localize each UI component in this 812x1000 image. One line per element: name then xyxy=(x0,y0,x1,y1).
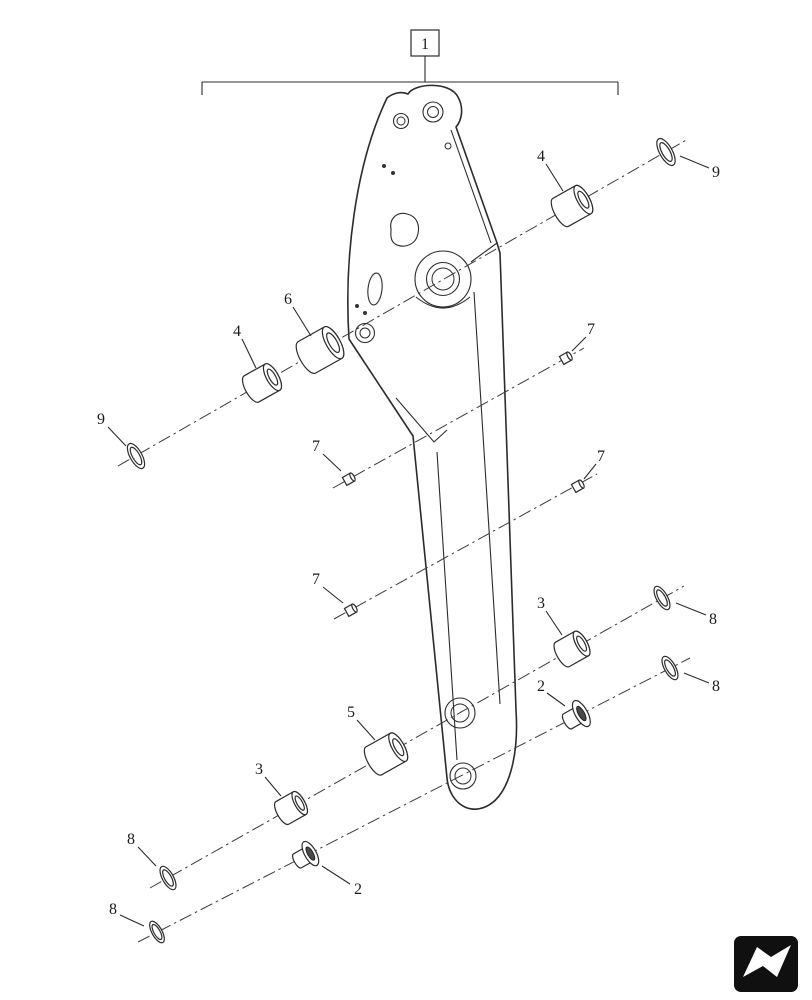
callout-3-left: 3 xyxy=(255,761,263,778)
callout-6: 6 xyxy=(284,291,292,308)
bushing-6 xyxy=(295,325,345,374)
callout-2-right: 2 xyxy=(537,678,545,695)
bushing-4-right xyxy=(550,184,594,228)
bushing-3-left xyxy=(273,790,309,826)
plate-slot xyxy=(367,272,383,306)
link-pivot-hole xyxy=(444,697,476,729)
bracket-line xyxy=(201,56,619,95)
callout-9-left: 9 xyxy=(97,411,105,428)
bushing-4-left xyxy=(241,363,283,403)
plug-7-upper-left xyxy=(341,472,356,487)
bushing-3-right xyxy=(553,630,591,668)
callout-1-label: 1 xyxy=(421,36,429,53)
arm-inner-edges xyxy=(395,129,501,761)
ring-9-right xyxy=(656,137,676,167)
bushing-5 xyxy=(363,732,409,776)
callout-8-right-upper: 8 xyxy=(709,611,717,628)
axis-upper-pivot xyxy=(117,138,689,467)
axis-bucket-pivot xyxy=(137,657,691,943)
callout-labels: 4 9 6 4 9 7 7 7 7 3 8 2 8 5 3 8 2 8 xyxy=(97,148,720,918)
assembly-callout-1: 1 xyxy=(201,29,619,95)
callout-7-upper-left: 7 xyxy=(312,438,320,455)
seal-2-right xyxy=(561,699,591,730)
plate-bushing-hole xyxy=(354,322,376,344)
ring-8-right-lower xyxy=(661,655,679,681)
callout-8-left: 8 xyxy=(127,831,135,848)
plug-7-upper-right xyxy=(558,351,573,366)
callout-8-right-lower: 8 xyxy=(712,678,720,695)
callout-4-left: 4 xyxy=(233,323,241,340)
callout-2-bottom: 2 xyxy=(354,881,362,898)
callout-leader-lines xyxy=(107,155,710,927)
exploded-parts xyxy=(126,137,679,944)
center-axis-lines xyxy=(117,138,691,943)
plate-cutout-hole xyxy=(390,212,420,247)
callout-8-bottom-left: 8 xyxy=(109,901,117,918)
callout-7-mid-left: 7 xyxy=(312,571,320,588)
ring-8-right-upper xyxy=(653,585,671,611)
plug-7-mid-left xyxy=(343,603,358,618)
plug-7-mid-right xyxy=(570,479,585,494)
callout-7-upper-right: 7 xyxy=(587,321,595,338)
callout-7-mid-right: 7 xyxy=(597,448,605,465)
top-lug-hole xyxy=(422,101,444,123)
bucket-pivot-hole xyxy=(449,762,477,790)
axis-link-pivot xyxy=(149,585,685,889)
ring-9-left xyxy=(126,442,146,470)
callout-5: 5 xyxy=(347,704,355,721)
seal-2-bottom xyxy=(291,840,320,869)
logo-chevron-icon xyxy=(743,945,791,977)
main-pivot-boss xyxy=(414,250,472,308)
arm-outline xyxy=(347,84,518,810)
brand-logo xyxy=(734,936,798,992)
callout-4-top-right: 4 xyxy=(537,148,545,165)
callout-3-right: 3 xyxy=(537,595,545,612)
ring-8-bottom-left xyxy=(149,920,165,944)
axis-plug-lower xyxy=(333,473,598,620)
callout-9-top-right: 9 xyxy=(712,164,720,181)
axis-plug-upper xyxy=(332,347,585,489)
ring-8-left xyxy=(159,865,177,891)
top-small-hole xyxy=(392,112,410,130)
dipper-arm-drawing xyxy=(347,84,518,810)
